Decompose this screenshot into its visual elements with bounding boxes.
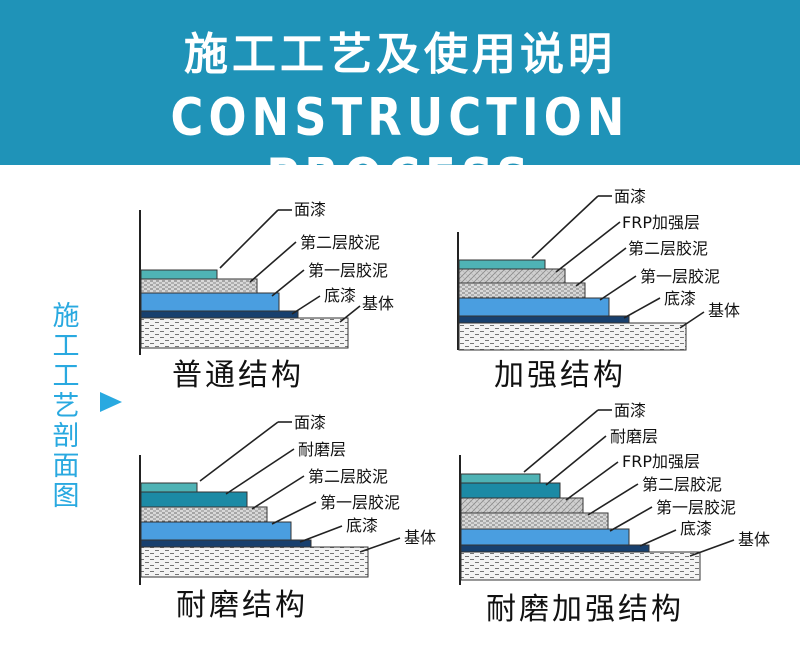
label-wr-wear: 耐磨层 [610,427,658,446]
title-chinese: 施工工艺及使用说明 [184,29,616,80]
label-wear-primer: 底漆 [346,516,378,535]
label-wear-topcoat: 面漆 [294,413,326,432]
label-normal-putty2: 第二层胶泥 [300,233,380,252]
label-normal-substrate: 基体 [362,294,394,313]
triangle-right-icon [100,392,122,412]
layer-topcoat [140,269,218,280]
label-wear-substrate: 基体 [404,528,436,547]
label-normal-putty1: 第一层胶泥 [308,261,388,280]
label-wr-putty1: 第一层胶泥 [656,498,736,517]
label-reinforced-substrate: 基体 [708,301,740,320]
caption-reinforced: 加强结构 [494,358,626,393]
layer-topcoat [140,482,198,493]
layer-primer-dark [460,544,650,553]
layer-substrate [140,546,369,578]
label-wear-putty2: 第二层胶泥 [308,467,388,486]
label-wear-putty1: 第一层胶泥 [320,493,400,512]
layer-wear [460,482,561,499]
caption-normal: 普通结构 [172,358,304,393]
layer-putty2 [140,506,268,523]
layer-topcoat [458,259,546,270]
panel-normal [139,209,361,355]
label-normal-topcoat: 面漆 [294,200,326,219]
title-english: CONSTRUCTION PROCESS [170,88,630,208]
section-side-label: 施工工艺剖面图 [52,301,80,512]
layer-frp [458,268,566,284]
label-wr-topcoat: 面漆 [614,401,646,420]
label-wear-wear: 耐磨层 [298,440,346,459]
label-wr-primer: 底漆 [680,519,712,538]
label-reinforced-putty2: 第二层胶泥 [628,239,708,258]
layer-putty [460,512,609,530]
layer-putty [458,282,586,299]
label-wr-putty2: 第二层胶泥 [642,475,722,494]
layer-substrate [458,322,687,351]
layer-primer-light [140,521,292,541]
layer-primer-light [460,528,630,546]
layer-substrate [460,551,701,581]
caption-wear-reinforced: 耐磨加强结构 [486,592,684,627]
layer-primer-dark [140,539,312,548]
layer-topcoat [460,473,541,484]
layer-putty2 [140,278,258,294]
layer-wear [140,491,248,508]
layer-primer-dark [458,315,630,324]
label-reinforced-topcoat: 面漆 [614,187,646,206]
layer-primer-dark [140,310,299,319]
label-reinforced-putty1: 第一层胶泥 [640,267,720,286]
header-banner: 施工工艺及使用说明 CONSTRUCTION PROCESS [0,0,800,208]
layer-substrate [140,317,349,349]
label-wr-substrate: 基体 [738,530,770,549]
caption-wear: 耐磨结构 [176,588,308,623]
label-wr-frp: FRP加强层 [622,452,700,471]
label-reinforced-frp: FRP加强层 [622,213,700,232]
layer-frp [460,497,584,514]
panel-reinforced [457,195,705,351]
panel-wear-reinforced [459,409,735,585]
layer-primer-light [140,292,280,312]
label-normal-primer: 底漆 [324,286,356,305]
label-reinforced-primer: 底漆 [664,289,696,308]
layer-primer-light [458,297,610,317]
panel-wear [139,421,401,585]
